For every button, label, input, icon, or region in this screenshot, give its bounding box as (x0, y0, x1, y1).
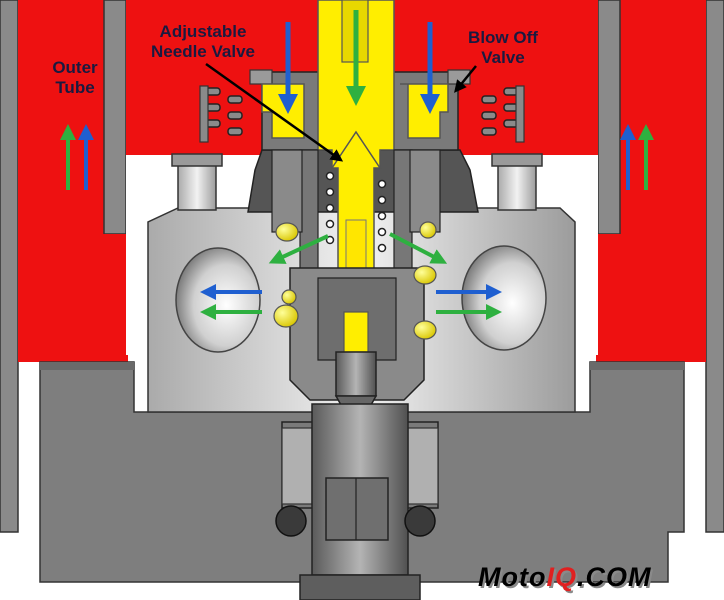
label-outer-tube: Outer Tube (38, 58, 112, 98)
bypass-post-left (177, 159, 217, 211)
inner-tube-right-wall (597, 0, 621, 235)
label-needle-valve-line1: Adjustable (159, 22, 247, 41)
flow-arrow-diag-left (268, 234, 329, 264)
outer-tube-right-wall (705, 0, 724, 533)
outer-tube-left-wall (0, 0, 19, 533)
base-step-right (590, 362, 684, 370)
flow-arrow-diag-right (389, 232, 448, 264)
needle-spring (325, 171, 387, 253)
spring-guide-right (515, 85, 525, 143)
inner-tube-left-wall (103, 0, 127, 235)
blow-off-spring-right (481, 87, 519, 136)
oil-left-lower (18, 234, 128, 362)
oil-right-lower (596, 234, 706, 362)
label-blow-off-valve: Blow Off Valve (448, 28, 558, 68)
label-needle-valve: Adjustable Needle Valve (128, 22, 278, 62)
shim-balls (273, 221, 437, 340)
leader-needle-valve (205, 62, 344, 162)
logo-part2: IQ (546, 562, 577, 592)
base-step-left (40, 362, 134, 370)
shaft-socket (325, 477, 389, 541)
label-outer-tube-line1: Outer (52, 58, 98, 77)
seal-block-left (281, 427, 313, 505)
bypass-cap-left (171, 153, 223, 167)
seal-block-right (407, 427, 439, 505)
o-ring-right (404, 505, 436, 537)
leader-blow-off (454, 65, 477, 93)
label-outer-tube-line2: Tube (55, 78, 95, 97)
needle-tip (343, 311, 369, 353)
label-blow-off-line2: Valve (481, 48, 525, 67)
label-blow-off-line1: Blow Off (468, 28, 538, 47)
stem-collar-right (409, 149, 441, 233)
stem-collar-left (271, 149, 303, 233)
port-left (175, 247, 261, 353)
port-right (461, 245, 547, 351)
logo-part1: Moto (478, 562, 547, 592)
piston-rim-left (249, 69, 273, 85)
spring-guide-left (199, 85, 209, 143)
bypass-cap-right (491, 153, 543, 167)
label-needle-valve-line2: Needle Valve (151, 42, 255, 61)
motoiq-logo: MotoIQ.COM (478, 562, 651, 593)
shaft-end (299, 574, 421, 600)
bypass-post-right (497, 159, 537, 211)
check-body (335, 351, 377, 397)
logo-part3: .COM (576, 562, 652, 592)
o-ring-left (275, 505, 307, 537)
